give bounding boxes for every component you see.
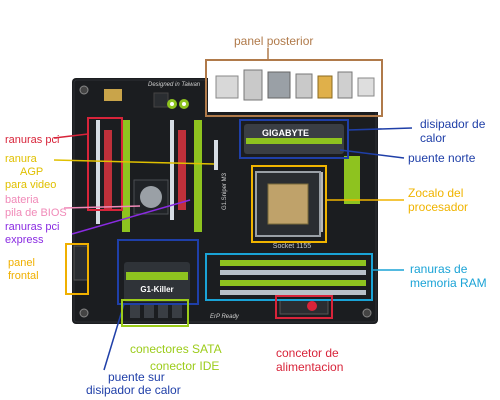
label-front-panel-1: panel (8, 257, 35, 270)
label-ram-1: ranuras de (410, 263, 467, 276)
bios-chip (104, 89, 122, 101)
label-agp-3: para video (5, 179, 56, 192)
mount-hole (363, 309, 371, 317)
pci-slot (122, 120, 130, 232)
label-rear-panel: panel posterior (234, 35, 313, 48)
label-front-panel-2: frontal (8, 270, 39, 283)
pci-slot (96, 120, 100, 224)
label-agp-2: AGP (20, 166, 43, 179)
rear-io-panel (208, 64, 380, 112)
label-battery-2: pila de BIOS (5, 207, 67, 220)
pci-slot-red (178, 130, 186, 210)
label-agp-1: ranura (5, 153, 37, 166)
label-pci-express-2: express (5, 234, 44, 247)
cpu-socket (268, 184, 308, 224)
sata-connector (144, 304, 154, 318)
mount-hole (80, 86, 88, 94)
power-button-icon (307, 301, 317, 311)
label-ram-2: memoria RAM (410, 277, 487, 290)
label-cpu-1: Zocalo del (408, 187, 463, 200)
front-panel-header (74, 246, 88, 280)
vrm-heatsink-stripe (246, 138, 342, 144)
erp-ready: ErP Ready (210, 314, 240, 320)
audio-chip (154, 93, 168, 107)
pci-slot-red (104, 130, 112, 210)
ram-slot (220, 260, 366, 266)
south-bridge-heatsink (124, 262, 190, 302)
label-battery-1: bateria (5, 194, 39, 207)
sata-connector (130, 304, 140, 318)
series-logo: G1-Killer (140, 285, 173, 294)
label-heatsink-1: disipador de (420, 118, 485, 131)
label-south-bridge-2: disipador de calor (86, 384, 181, 397)
power-connector (280, 300, 328, 314)
vrm-heatsink-side (344, 156, 360, 204)
capacitor (182, 102, 186, 106)
capacitor (170, 102, 174, 106)
board-slogan: Designed in Taiwan (148, 82, 201, 88)
gigabyte-brand: GIGABYTE (262, 128, 309, 138)
sata-connector (158, 304, 168, 318)
sata-connector (172, 304, 182, 318)
bios-battery (140, 186, 162, 208)
label-heatsink-2: calor (420, 132, 446, 145)
ram-slot (220, 290, 366, 295)
pci-express-slot-short (214, 140, 218, 170)
label-pci-express-1: ranuras pci (5, 221, 59, 234)
mount-hole (80, 309, 88, 317)
label-power-1: concetor de (276, 347, 339, 360)
label-sata: conectores SATA (130, 343, 222, 356)
label-cpu-2: procesador (408, 201, 468, 214)
ram-slot (220, 270, 366, 275)
label-power-2: alimentacion (276, 361, 343, 374)
socket-label: Socket 1155 (273, 243, 312, 250)
label-pci-slots: ranuras pci (5, 134, 59, 147)
board-model: G1.Sniper M3 (222, 172, 228, 210)
south-bridge-stripe (126, 272, 188, 280)
label-north-bridge: puente norte (408, 152, 475, 165)
ram-slot (220, 280, 366, 286)
pci-express-slot (194, 120, 202, 232)
